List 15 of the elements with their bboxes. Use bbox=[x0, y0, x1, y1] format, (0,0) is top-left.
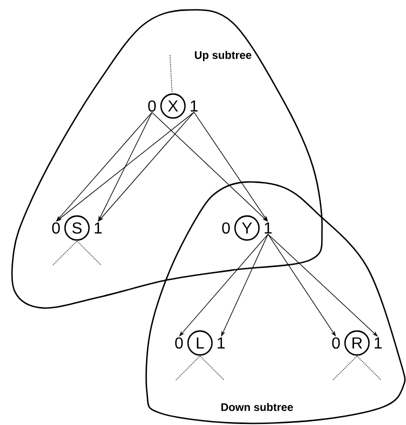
tree-node: R bbox=[344, 330, 370, 356]
tree-node: L bbox=[187, 330, 213, 356]
tree-node: S bbox=[64, 215, 90, 241]
port-label: 1 bbox=[190, 100, 198, 112]
tree-node: Y bbox=[234, 215, 260, 241]
port-label: 0 bbox=[222, 222, 230, 234]
port-label: 1 bbox=[94, 222, 102, 234]
port-label: 0 bbox=[148, 100, 156, 112]
port-label: 0 bbox=[175, 337, 183, 349]
port-label: 0 bbox=[332, 337, 340, 349]
port-label: 1 bbox=[374, 338, 382, 348]
tree-node: X bbox=[160, 93, 186, 119]
port-label: 0 bbox=[52, 222, 60, 234]
port-label: 1 bbox=[264, 222, 272, 234]
port-label: 1 bbox=[218, 338, 225, 348]
